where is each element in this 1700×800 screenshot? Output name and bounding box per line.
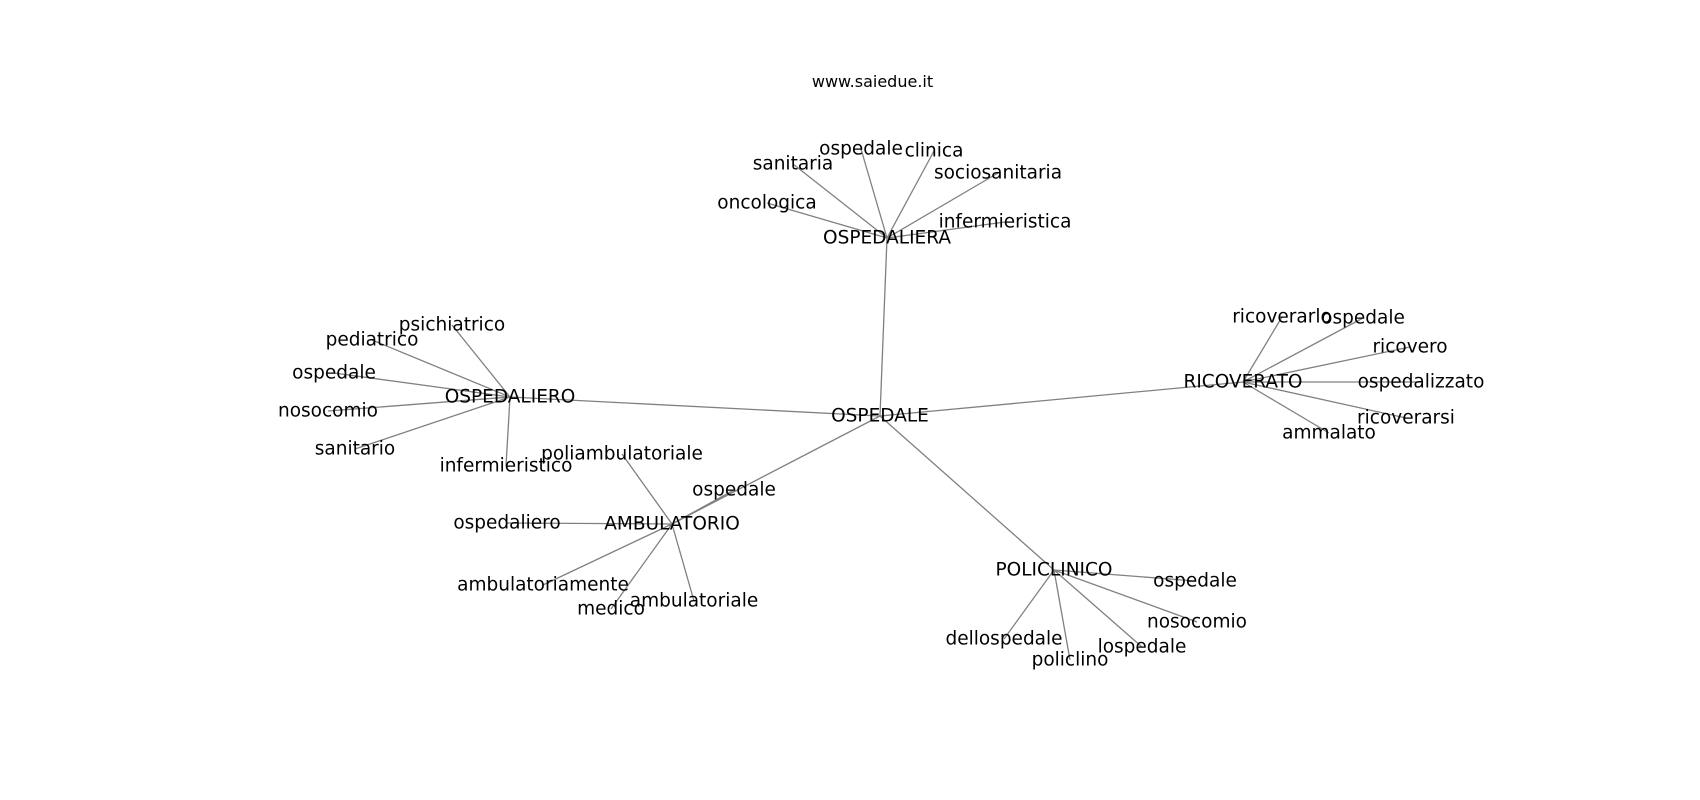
edge-ospedale-ospedaliero bbox=[509, 396, 881, 417]
node-label-o-nosocomio: nosocomio bbox=[278, 401, 378, 422]
edge-ricoverato-r-ospedale bbox=[1242, 317, 1364, 383]
node-label-ambulatorio: AMBULATORIO bbox=[604, 514, 740, 535]
edge-ricoverato-r-ricoverarsi bbox=[1242, 381, 1407, 419]
edge-ospedaliero-o-psichiatrico bbox=[451, 324, 511, 398]
edge-ospedale-ospedaliera bbox=[879, 237, 888, 417]
edge-ospedaliera-a-infermieristica bbox=[886, 221, 1006, 239]
edge-ambulatorio-b-ospedale bbox=[671, 489, 735, 525]
edge-ricoverato-r-ricovero bbox=[1242, 346, 1411, 383]
edge-ospedaliera-a-oncologica bbox=[766, 202, 888, 239]
edge-ospedaliera-a-sanitaria bbox=[792, 163, 888, 239]
node-label-b-ospedaliero: ospedaliero bbox=[453, 513, 560, 534]
labels-group: OSPEDALE OSPEDALIERA OSPEDALIERO RICOVERATO… bbox=[278, 139, 1484, 671]
edge-ospedaliero-o-infermieristico bbox=[505, 396, 511, 467]
node-label-ospedaliera: OSPEDALIERA bbox=[823, 228, 951, 249]
edge-policlinico-p-ospedale bbox=[1053, 569, 1196, 582]
edge-ambulatorio-b-ospedaliero bbox=[506, 522, 673, 525]
node-label-b-ambulatoriale: ambulatoriale bbox=[630, 591, 758, 612]
node-label-r-ospedalizzato: ospedalizzato bbox=[1358, 372, 1485, 393]
edge-ricoverato-r-ricoverarlo bbox=[1242, 316, 1283, 383]
edge-ospedaliero-o-pediatrico bbox=[371, 339, 511, 398]
node-label-p-lospedale: lospedale bbox=[1098, 637, 1187, 658]
node-label-p-dellospedale: dellospedale bbox=[945, 629, 1062, 650]
node-label-r-ricoverarsi: ricoverarsi bbox=[1357, 408, 1455, 429]
node-label-a-sanitaria: sanitaria bbox=[753, 154, 834, 175]
edges-group bbox=[327, 148, 1421, 661]
node-label-ospedale: OSPEDALE bbox=[831, 406, 929, 427]
edge-policlinico-p-lospedale bbox=[1053, 569, 1143, 648]
edge-ospedaliero-o-sanitario bbox=[354, 396, 511, 450]
node-label-r-ammalato: ammalato bbox=[1282, 423, 1376, 444]
edge-ospedaliera-a-ospedale bbox=[860, 148, 888, 239]
edge-ospedaliero-o-ospedale bbox=[333, 372, 511, 398]
node-label-a-ospedale: ospedale bbox=[819, 139, 903, 160]
edge-ospedaliero-o-nosocomio bbox=[327, 396, 511, 412]
node-label-o-ospedale: ospedale bbox=[292, 363, 376, 384]
node-label-a-clinica: clinica bbox=[905, 141, 964, 162]
edge-policlinico-p-nosocomio bbox=[1053, 569, 1198, 623]
node-label-r-ricoverarlo: ricoverarlo bbox=[1232, 307, 1332, 328]
node-label-o-sanitario: sanitario bbox=[315, 439, 396, 460]
node-label-r-ospedale: ospedale bbox=[1321, 308, 1405, 329]
edge-ambulatorio-b-medico bbox=[610, 523, 673, 610]
edge-ambulatorio-b-ambulatoriale bbox=[671, 523, 695, 602]
node-label-ricoverato: RICOVERATO bbox=[1184, 372, 1303, 393]
edge-ambulatorio-b-ambulatoriamente bbox=[542, 523, 673, 586]
edge-ospedale-ricoverato bbox=[879, 381, 1244, 417]
node-label-p-nosocomio: nosocomio bbox=[1147, 612, 1247, 633]
edge-policlinico-p-dellospedale bbox=[1003, 569, 1055, 640]
node-label-r-ricovero: ricovero bbox=[1372, 337, 1447, 358]
edge-ospedaliera-a-clinica bbox=[886, 150, 935, 239]
edge-ospedale-ambulatorio bbox=[671, 415, 881, 525]
node-label-p-policlino: policlino bbox=[1032, 650, 1109, 671]
node-label-b-ospedale: ospedale bbox=[692, 480, 776, 501]
edge-ricoverato-r-ammalato bbox=[1242, 381, 1330, 434]
node-label-b-ambulatoriamente: ambulatoriamente bbox=[457, 575, 629, 596]
site-title: www.saiedue.it bbox=[811, 72, 934, 91]
node-label-a-infermieristica: infermieristica bbox=[939, 212, 1072, 233]
edge-ambulatorio-b-poliambulatoriale bbox=[621, 453, 673, 525]
node-label-p-ospedale: ospedale bbox=[1153, 571, 1237, 592]
node-label-ospedaliero: OSPEDALIERO bbox=[445, 387, 576, 408]
node-label-policlinico: POLICLINICO bbox=[996, 560, 1113, 581]
node-label-o-psichiatrico: psichiatrico bbox=[399, 315, 505, 336]
node-label-a-oncologica: oncologica bbox=[717, 193, 816, 214]
node-label-a-sociosanitaria: sociosanitaria bbox=[934, 163, 1062, 184]
node-label-b-poliambulatoriale: poliambulatoriale bbox=[541, 444, 703, 465]
edge-ospedale-policlinico bbox=[879, 415, 1055, 571]
node-label-o-pediatrico: pediatrico bbox=[326, 330, 419, 351]
node-label-o-infermieristico: infermieristico bbox=[440, 456, 573, 477]
edge-policlinico-p-policlino bbox=[1053, 569, 1071, 661]
edge-ospedaliera-a-sociosanitaria bbox=[886, 172, 999, 239]
node-label-b-medico: medico bbox=[577, 599, 645, 620]
